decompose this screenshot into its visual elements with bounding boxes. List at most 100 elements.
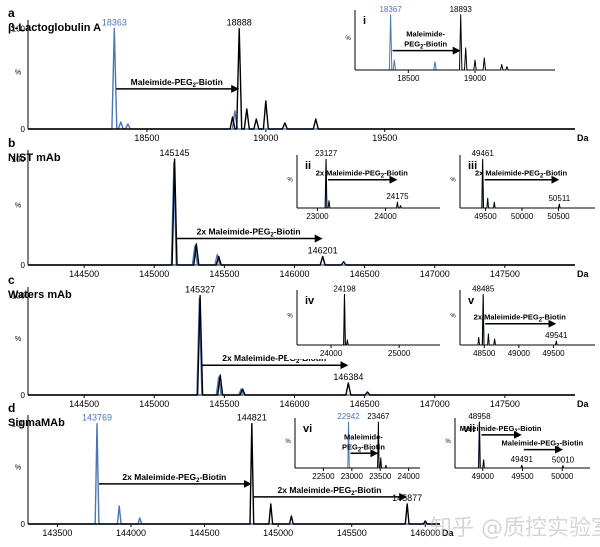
x-tick-label: 49500 — [474, 212, 497, 221]
panel-letter: b — [8, 136, 15, 150]
arrow-label: Maleimide-PEG2-Biotin — [131, 77, 223, 89]
arrow-label: Maleimide-PEG2-Biotin — [460, 424, 542, 435]
inset-background — [345, 8, 559, 84]
x-tick-label: 145000 — [139, 399, 169, 409]
peak-label: 146201 — [308, 246, 338, 256]
arrow-label: 2x Maleimide-PEG2-Biotin — [316, 169, 409, 180]
series-line-2 — [460, 158, 595, 209]
peak-label: 18367 — [379, 5, 402, 14]
peak-label: 22942 — [337, 412, 360, 421]
x-tick-label: 145000 — [263, 528, 293, 538]
peak-label: 50010 — [552, 456, 575, 465]
inset-background — [445, 416, 594, 482]
y-tick-label: 0 — [21, 391, 26, 400]
x-tick-label: 24000 — [398, 472, 421, 481]
x-tick-label: 147000 — [420, 269, 450, 279]
y-tick-label: 0 — [21, 261, 26, 270]
x-tick-label: 50000 — [551, 472, 574, 481]
inset-background — [285, 416, 424, 482]
x-tick-label: 147000 — [420, 399, 450, 409]
peak-label: 49541 — [545, 331, 568, 340]
sample-name: SigmaMAb — [8, 417, 65, 429]
peak-label: 23127 — [315, 149, 338, 158]
sample-name: NIST mAb — [8, 152, 61, 164]
series-line-2 — [28, 294, 575, 396]
peak-label: 18888 — [227, 18, 252, 28]
y-tick-label: 100 — [12, 155, 26, 164]
x-tick-label: 147500 — [490, 269, 520, 279]
arrow-label: Maleimide- — [406, 30, 445, 39]
peak-label: 24198 — [333, 284, 356, 293]
peak-label: 145145 — [160, 148, 190, 158]
panel-letter: d — [8, 401, 15, 415]
inset-background — [450, 153, 599, 222]
x-tick-label: 144500 — [190, 528, 220, 538]
x-tick-label: 146500 — [350, 269, 380, 279]
peak-label: 48485 — [472, 284, 495, 293]
peak-label: 143769 — [82, 413, 112, 423]
series-line-2 — [28, 423, 440, 525]
x-tick-label: 18500 — [397, 74, 420, 83]
arrow-label: 2x Maleimide-PEG2-Biotin — [278, 485, 382, 497]
peak-label: 24175 — [386, 192, 409, 201]
series-line-2 — [460, 293, 595, 346]
sample-name: Waters mAb — [8, 289, 72, 301]
x-tick-label: 144500 — [69, 269, 99, 279]
y-tick-label: 100 — [12, 25, 26, 34]
arrow-label: Maleimide-PEG2-Biotin — [502, 439, 584, 450]
arrow-label: 2x Maleimide-PEG2-Biotin — [474, 313, 567, 324]
peak-label: 145327 — [185, 285, 215, 295]
series-line-2 — [297, 293, 440, 346]
series-line-1 — [355, 14, 555, 71]
x-tick-label: 48500 — [473, 349, 496, 358]
x-tick-label: 143500 — [42, 528, 72, 538]
x-unit-label: Da — [577, 399, 589, 409]
x-unit-label: Da — [577, 133, 589, 143]
watermark: 知乎 @质控实验室 — [430, 516, 600, 541]
y-axis-label: % — [287, 178, 293, 184]
x-tick-label: 50000 — [511, 212, 534, 221]
series-line-2 — [28, 28, 575, 130]
y-axis-label: % — [15, 203, 21, 210]
x-tick-label: 19500 — [372, 133, 397, 143]
arrow-label-line2: PEG2-Biotin — [342, 442, 385, 453]
peak-label: 145877 — [392, 493, 422, 503]
panel-letter: ii — [305, 160, 311, 172]
panel-letter: vii — [463, 423, 475, 435]
x-tick-label: 50500 — [547, 212, 570, 221]
peak-label: 18893 — [450, 5, 473, 14]
y-axis-label: % — [450, 178, 456, 184]
x-tick-label: 23000 — [341, 472, 364, 481]
x-tick-label: 49500 — [511, 472, 534, 481]
x-tick-label: 24000 — [374, 212, 397, 221]
panel-letter: iv — [305, 295, 315, 307]
x-tick-label: 19000 — [464, 74, 487, 83]
series-line-2 — [28, 158, 575, 266]
x-tick-label: 146500 — [350, 399, 380, 409]
y-tick-label: 100 — [12, 292, 26, 301]
y-axis-label: % — [15, 336, 21, 343]
x-tick-label: 145500 — [337, 528, 367, 538]
x-tick-label: 19000 — [253, 133, 278, 143]
x-tick-label: 146000 — [279, 269, 309, 279]
x-tick-label: 18500 — [134, 133, 159, 143]
y-axis-label: % — [15, 70, 21, 77]
series-line-1 — [28, 423, 440, 525]
x-tick-label: 146000 — [279, 399, 309, 409]
peak-label: 49461 — [472, 149, 495, 158]
arrow-label-line2: PEG2-Biotin — [404, 40, 447, 51]
x-unit-label: Da — [577, 269, 589, 279]
inset-background — [287, 153, 444, 222]
x-unit-label: Da — [442, 528, 454, 538]
x-tick-label: 25000 — [388, 349, 411, 358]
peak-label: 144821 — [237, 413, 267, 423]
